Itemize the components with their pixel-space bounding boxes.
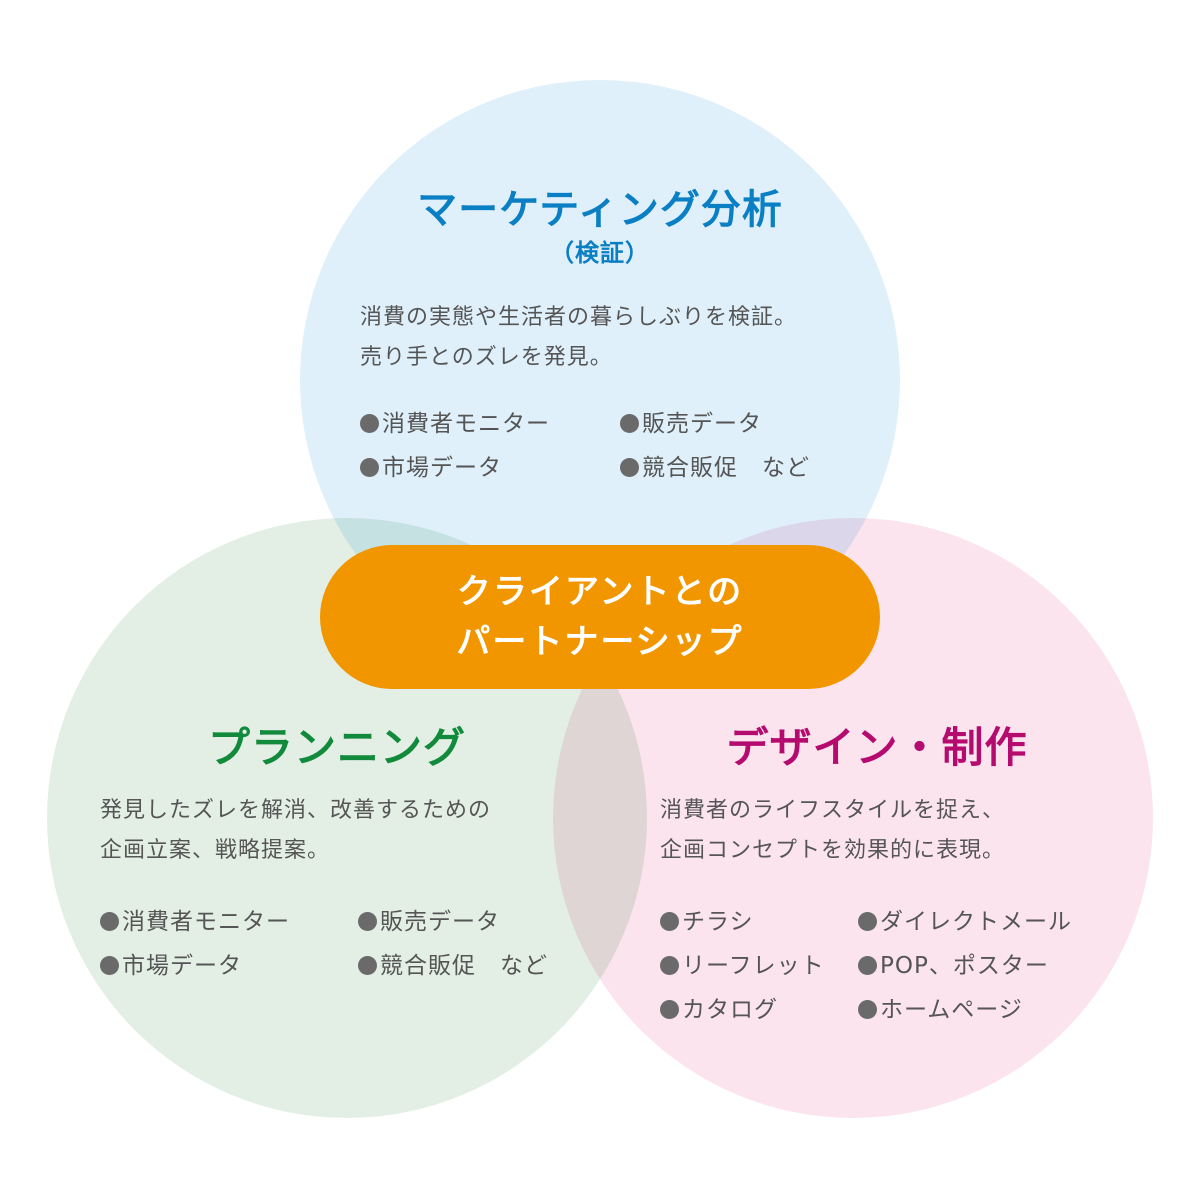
bullet-icon	[358, 912, 377, 931]
list-item: POP、ポスター	[858, 946, 1049, 980]
list-item: 販売データ	[358, 902, 500, 936]
bullet-icon	[100, 956, 119, 975]
marketing-item-list: 消費者モニター 販売データ 市場データ 競合販促 など	[360, 404, 880, 504]
bullet-icon	[858, 956, 877, 975]
marketing-description: 消費の実態や生活者の暮らしぶりを検証。 売り手とのズレを発見。	[360, 298, 797, 378]
bullet-icon	[620, 414, 639, 433]
list-item: カタログ	[660, 990, 778, 1024]
marketing-section: マーケティング分析 （検証） 消費の実態や生活者の暮らしぶりを検証。 売り手との…	[300, 180, 900, 481]
bullet-icon	[358, 956, 377, 975]
list-item: ホームページ	[858, 990, 1023, 1024]
bullet-icon	[660, 912, 679, 931]
marketing-desc-line2: 売り手とのズレを発見。	[360, 345, 613, 370]
list-item: 市場データ	[360, 448, 502, 482]
list-item: 消費者モニター	[360, 404, 550, 438]
marketing-desc-line1: 消費の実態や生活者の暮らしぶりを検証。	[360, 305, 798, 330]
list-item: チラシ	[660, 902, 754, 936]
planning-title: プランニング	[207, 723, 466, 772]
bullet-icon	[360, 414, 379, 433]
design-title: デザイン・制作	[726, 723, 1028, 772]
list-item: リーフレット	[660, 946, 825, 980]
list-item: 競合販促 など	[620, 448, 810, 482]
list-item: ダイレクトメール	[858, 902, 1072, 936]
design-item-list: チラシ ダイレクトメール リーフレット POP、ポスター カタログ ホームページ	[660, 902, 1120, 1042]
marketing-subtitle: （検証）	[550, 239, 650, 267]
design-description: 消費者のライフスタイルを捉え、 企画コンセプトを効果的に表現。	[660, 791, 1005, 871]
top-circle	[300, 80, 900, 680]
bullet-icon	[660, 956, 679, 975]
planning-desc-line2: 企画立案、戦略提案。	[100, 838, 331, 863]
list-item: 市場データ	[100, 946, 242, 980]
marketing-title: マーケティング分析	[417, 187, 783, 233]
planning-desc-line1: 発見したズレを解消、改善するための	[100, 798, 492, 823]
list-item: 販売データ	[620, 404, 762, 438]
design-desc-line2: 企画コンセプトを効果的に表現。	[660, 838, 1006, 863]
planning-item-list: 消費者モニター 販売データ 市場データ 競合販促 など	[100, 902, 600, 1002]
bullet-icon	[360, 458, 379, 477]
partnership-line1: クライアントとの	[456, 572, 744, 612]
partnership-badge: クライアントとの パートナーシップ	[320, 545, 880, 689]
bullet-icon	[858, 1000, 877, 1019]
list-item: 競合販促 など	[358, 946, 548, 980]
bullet-icon	[660, 1000, 679, 1019]
bullet-icon	[858, 912, 877, 931]
partnership-line2: パートナーシップ	[456, 622, 744, 662]
planning-description: 発見したズレを解消、改善するための 企画立案、戦略提案。	[100, 791, 491, 871]
planning-section: プランニング 発見したズレを解消、改善するための 企画立案、戦略提案。 消費者モ…	[80, 718, 600, 979]
design-section: デザイン・制作 消費者のライフスタイルを捉え、 企画コンセプトを効果的に表現。 …	[640, 718, 1120, 1023]
list-item: 消費者モニター	[100, 902, 290, 936]
design-desc-line1: 消費者のライフスタイルを捉え、	[660, 798, 1006, 823]
bullet-icon	[100, 912, 119, 931]
bullet-icon	[620, 458, 639, 477]
